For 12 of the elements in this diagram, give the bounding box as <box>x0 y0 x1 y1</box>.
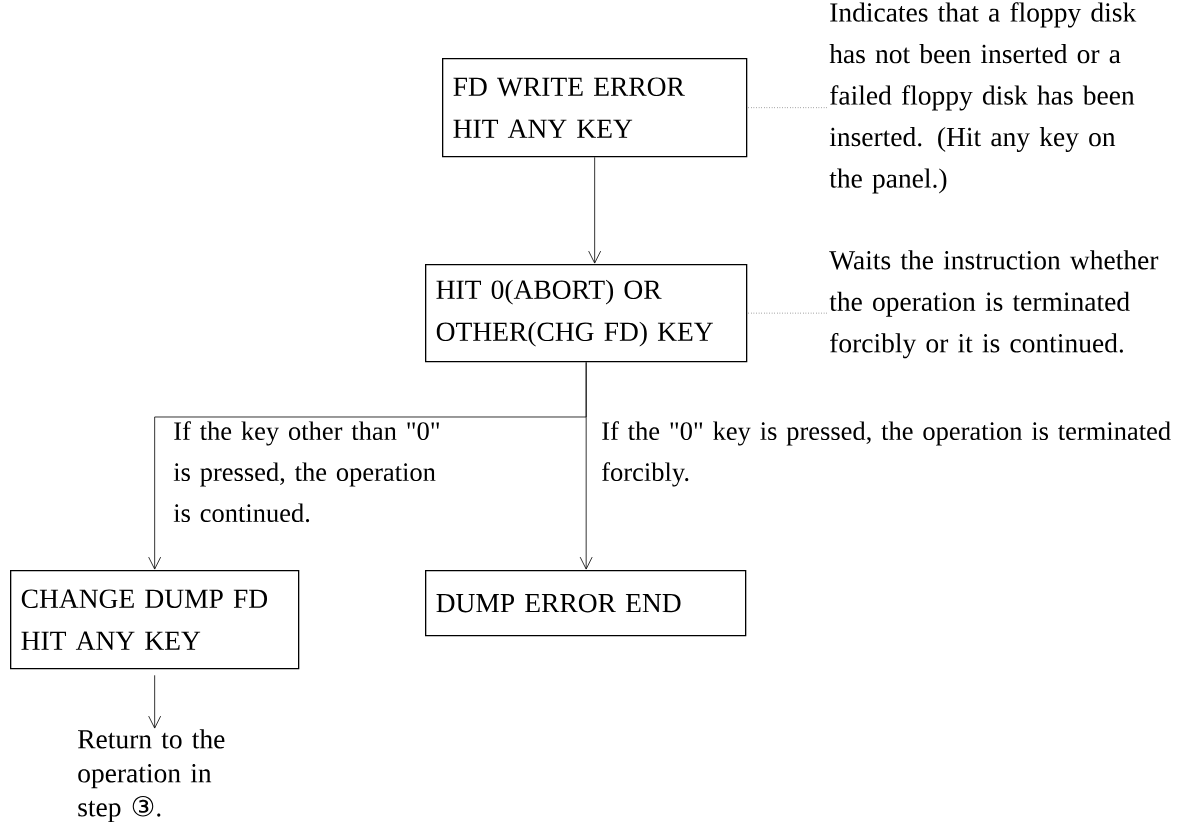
arrow <box>579 361 593 570</box>
edge-label: If the key other than "0" is pressed, the operation is continued. <box>172 420 457 524</box>
arrow <box>588 156 602 264</box>
note-text: Waits the instruction whether the operation is terminated forcibly or it is continued. <box>829 250 1159 359</box>
edge-label: If the "0" key is pressed, the operation is terminated forcibly. <box>600 420 1188 488</box>
note-text: Indicates that a floppy disk has not been inserted or a failed floppy disk has been inserted. (Hit any key on the panel.) <box>829 2 1137 194</box>
display-box: HIT 0(ABORT) OR OTHER(CHG FD) KEY <box>425 264 748 363</box>
display-box: FD WRITE ERROR HIT ANY KEY <box>442 58 748 158</box>
display-box: CHANGE DUMP FD HIT ANY KEY <box>10 570 300 670</box>
display-box: DUMP ERROR END <box>425 570 747 637</box>
note-text: Return to the operation in step ③. <box>78 729 225 823</box>
arrow <box>148 674 162 729</box>
